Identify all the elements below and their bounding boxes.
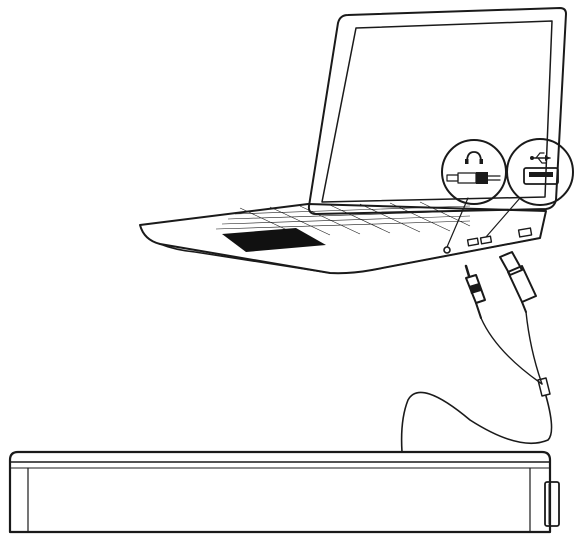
laptop-ports — [444, 228, 532, 253]
usb-plug — [500, 252, 536, 312]
touchpad — [222, 228, 326, 252]
y-cable — [402, 312, 552, 452]
keyboard — [216, 202, 470, 236]
usb-port-icon — [524, 168, 558, 184]
headphone-icon — [465, 152, 483, 164]
headphone-callout — [442, 140, 506, 247]
soundbar — [10, 452, 559, 532]
audio-jack-icon — [447, 172, 500, 184]
audio-plug — [466, 266, 485, 318]
soundbar-knob — [545, 482, 559, 526]
